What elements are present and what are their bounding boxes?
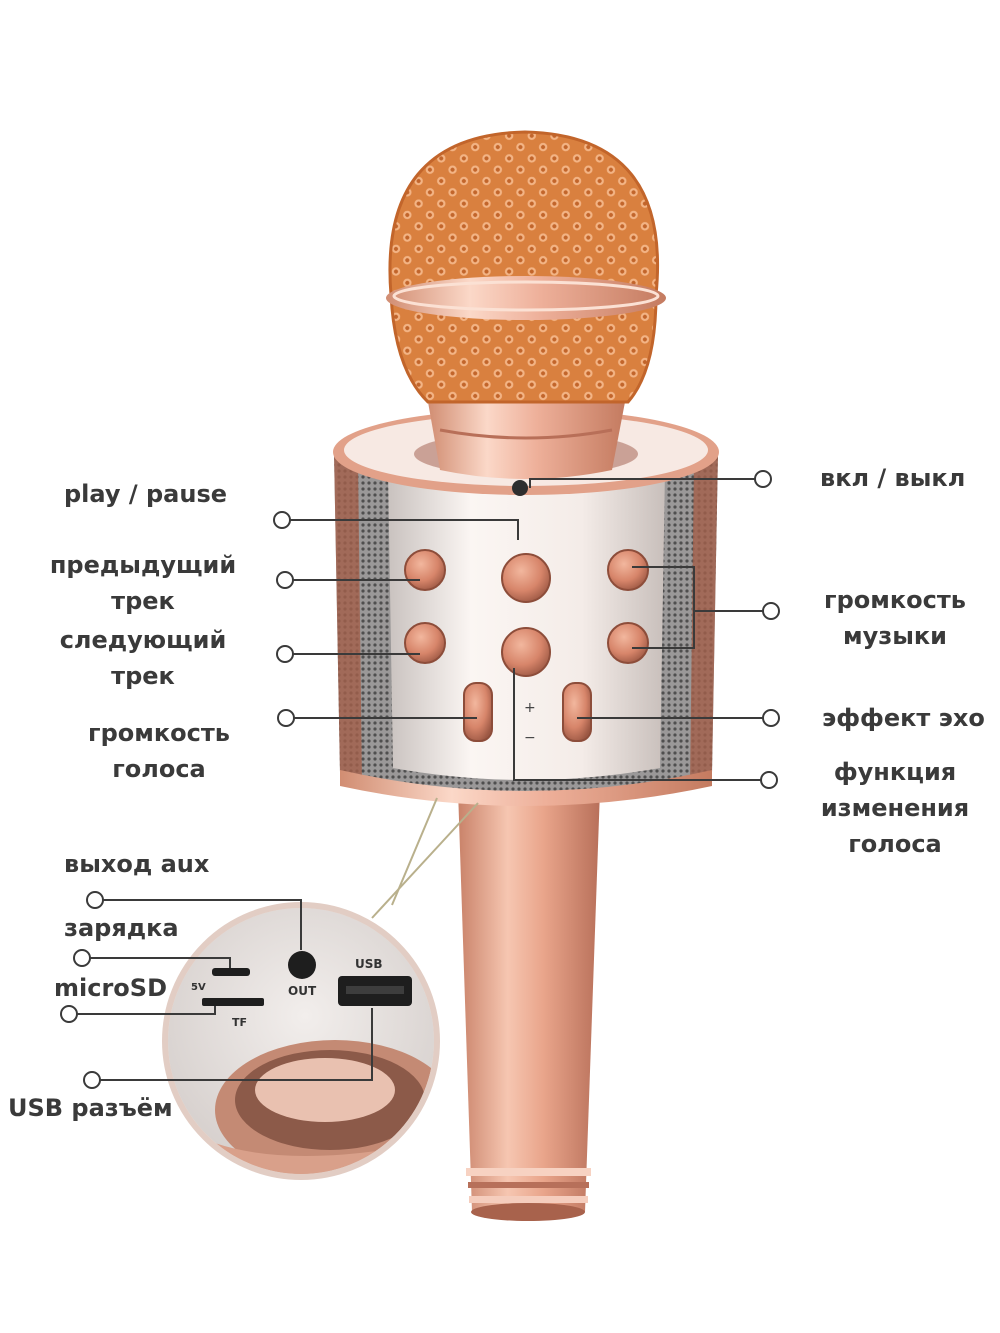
play-pause-button[interactable] [501, 553, 551, 603]
power-label: вкл / выкл [820, 464, 966, 492]
out-marking: OUT [288, 984, 317, 998]
aux-out-port [288, 951, 316, 979]
usb-port-label: USB разъём [8, 1094, 173, 1122]
usb-marking: USB [355, 957, 383, 971]
voice-volume-label: громкость голоса [64, 715, 254, 787]
charging-label: зарядка [64, 914, 179, 942]
voice-change-button[interactable] [501, 627, 551, 677]
volume-down-button[interactable] [607, 622, 649, 664]
microphone-neck [428, 402, 625, 479]
echo-label: эффект эхо [822, 704, 985, 732]
next-track-button[interactable] [404, 622, 446, 664]
volume-up-button[interactable] [607, 549, 649, 591]
microsd-slot [202, 998, 264, 1006]
next-track-label: следующий трек [48, 622, 238, 694]
svg-text:−: − [524, 730, 536, 746]
voice-change-label-line-3: голоса [848, 830, 942, 858]
voice-volume-label-line-2: голоса [112, 755, 206, 783]
microsd-label: microSD [54, 974, 167, 1002]
aux-out-label: выход aux [64, 850, 210, 878]
leader-lines [60, 470, 780, 1089]
svg-text:+: + [524, 700, 536, 716]
prev-track-label-line-1: предыдущий [49, 551, 237, 579]
microphone-handle [458, 790, 600, 1221]
next-track-label-line-2: трек [111, 662, 175, 690]
play-pause-label: play / pause [64, 480, 228, 508]
voice-change-label-line-2: изменения [820, 794, 970, 822]
music-volume-label: громкость музыки [800, 582, 990, 654]
microphone-head [386, 130, 666, 404]
prev-track-label-line-2: трек [111, 587, 175, 615]
music-volume-label-line-1: громкость [824, 586, 966, 614]
prev-track-label: предыдущий трек [48, 547, 238, 619]
voice-change-label: функция изменения голоса [800, 754, 990, 862]
dc5v-marking: 5V [191, 982, 206, 993]
prev-track-button[interactable] [404, 549, 446, 591]
voice-change-label-line-1: функция [833, 758, 957, 786]
next-track-label-line-1: следующий [59, 626, 227, 654]
voice-volume-label-line-1: громкость [88, 719, 230, 747]
music-volume-label-line-2: музыки [842, 622, 947, 650]
charging-port [212, 968, 250, 976]
tf-marking: TF [232, 1016, 247, 1029]
echo-slider[interactable] [562, 682, 592, 742]
power-indicator-icon [512, 480, 528, 496]
voice-volume-slider[interactable] [463, 682, 493, 742]
